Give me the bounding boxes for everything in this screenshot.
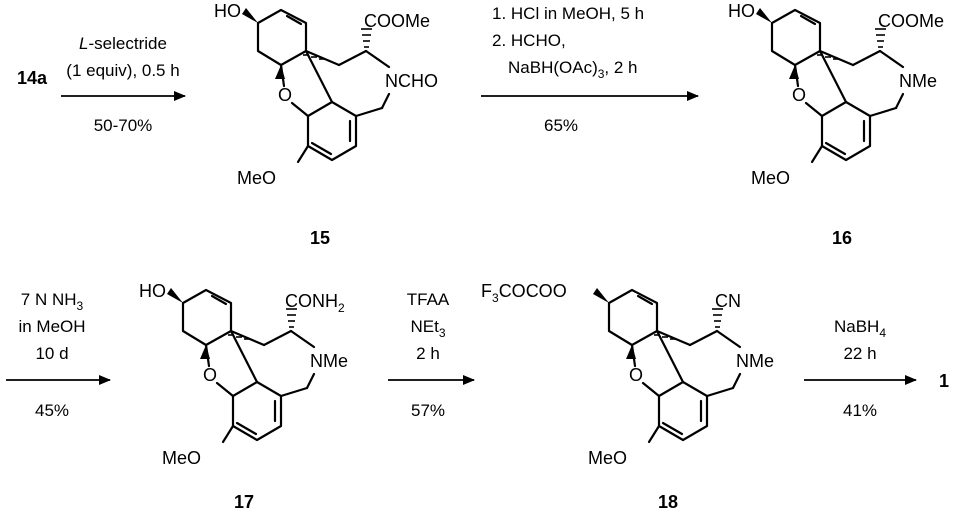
step-5-yield: 41% [843,401,877,420]
compound-17-amide-sub: 2 [338,301,345,315]
step-2-yield: 65% [544,116,578,135]
compound-16-ester: COOMe [878,11,944,31]
step-3-reagent-line-2: in MeOH [18,317,85,336]
compound-15: HO COOMe NCHO O MeO [214,1,438,188]
step-1-reagent-line-2: (1 equiv), 0.5 h [66,61,179,80]
step-1-reagent-1-part-1: L [79,34,88,53]
step-4-reagent-3-part-1: 2 h [416,344,440,363]
compound-16-methoxy: MeO [751,168,790,188]
compound-15-ester: COOMe [364,11,430,31]
step-2-reagent-2-part-1: 2. HCHO, [492,31,566,50]
step-3-reagent-2-part-1: in MeOH [18,317,85,336]
step-1-reagent-1-part-2: -selectride [89,34,167,53]
step-4-reagent-2-part-2: 3 [439,326,446,340]
step-2-reagent-3-part-2: 3 [598,67,605,81]
step-5-reagent-line-1: NaBH4 [834,317,886,340]
compound-16-amine: NMe [899,71,937,91]
step-2-reagent-3-part-1: NaBH(OAc) [508,58,598,77]
compound-17-label: 17 [234,492,254,512]
compound-18-amine: NMe [736,351,774,371]
step-2-reagent-line-2: 2. HCHO, [492,31,566,50]
start-compound-label: 14a [17,68,48,88]
step-4-reagent-line-2: NEt3 [410,317,445,340]
step-4-reagent-line-3: 2 h [416,344,440,363]
step-1-yield: 50-70% [94,116,153,135]
compound-15-hydroxyl: HO [214,1,241,21]
step-5-reagent-line-2: 22 h [843,344,876,363]
step-2-reagent-line-1: 1. HCl in MeOH, 5 h [492,4,644,23]
step-1: L-selectride (1 equiv), 0.5 h 50-70% [61,34,186,135]
step-5: NaBH4 22 h 41% [804,317,917,420]
step-1-reagent-line-1: L-selectride [79,34,167,53]
compound-15-methoxy: MeO [237,168,276,188]
compound-18-nitrile: CN [715,291,741,311]
step-5-reagent-1-part-2: 4 [879,326,886,340]
compound-18-ester-rest: COCO [499,281,553,301]
compound-18-trifluoroacetate: F3COCOO [481,281,567,305]
step-3-yield: 45% [35,401,69,420]
step-3-reagent-3-part-1: 10 d [35,344,68,363]
step-4-reagent-2-part-1: NEt [410,317,439,336]
step-3-reagent-line-3: 10 d [35,344,68,363]
compound-18-ester-f: F [481,281,492,301]
step-5-reagent-1-part-1: NaBH [834,317,879,336]
compound-15-ether-o: O [278,85,292,105]
compound-17-methoxy: MeO [162,448,201,468]
compound-16-label: 16 [832,228,852,248]
compound-17-ether-o: O [203,365,217,385]
compound-18-ester-f-sub: 3 [492,291,499,305]
step-4-yield: 57% [411,401,445,420]
compound-18-ester-o: O [553,281,567,301]
step-4-reagent-1-part-1: TFAA [407,290,450,309]
compound-18-ether-o: O [629,365,643,385]
final-product-label: 1 [939,371,949,391]
compound-15-label: 15 [310,228,330,248]
step-2-reagent-1-part-1: 1. HCl in MeOH, 5 h [492,4,644,23]
step-3-reagent-line-1: 7 N NH3 [21,290,84,313]
compound-17-hydroxyl: HO [139,281,166,301]
compound-16-ether-o: O [792,85,806,105]
step-4: TFAA NEt3 2 h 57% [388,290,475,420]
step-5-reagent-2-part-1: 22 h [843,344,876,363]
step-2: 1. HCl in MeOH, 5 h 2. HCHO, NaBH(OAc)3,… [481,4,699,135]
compound-17-amine: NMe [310,351,348,371]
compound-17-amide-main: CONH [285,291,338,311]
compound-17-amide: CONH2 [285,291,345,315]
step-1-reagent-2-part-1: (1 equiv), 0.5 h [66,61,179,80]
compound-17: HO CONH2 NMe O MeO [139,281,348,468]
step-3: 7 N NH3 in MeOH 10 d 45% [6,290,111,420]
compound-15-amine: NCHO [385,71,438,91]
step-2-reagent-line-3: NaBH(OAc)3, 2 h [508,58,638,81]
step-3-reagent-1-part-1: 7 N NH [21,290,77,309]
compound-18-methoxy: MeO [588,448,627,468]
compound-18-label: 18 [658,492,678,512]
step-4-reagent-line-1: TFAA [407,290,450,309]
compound-16: HO COOMe NMe O MeO [728,1,944,188]
step-2-reagent-3-part-3: , 2 h [604,58,637,77]
compound-18: F3COCOO CN NMe O MeO [481,281,774,468]
compound-16-hydroxyl: HO [728,1,755,21]
step-3-reagent-1-part-2: 3 [77,299,84,313]
